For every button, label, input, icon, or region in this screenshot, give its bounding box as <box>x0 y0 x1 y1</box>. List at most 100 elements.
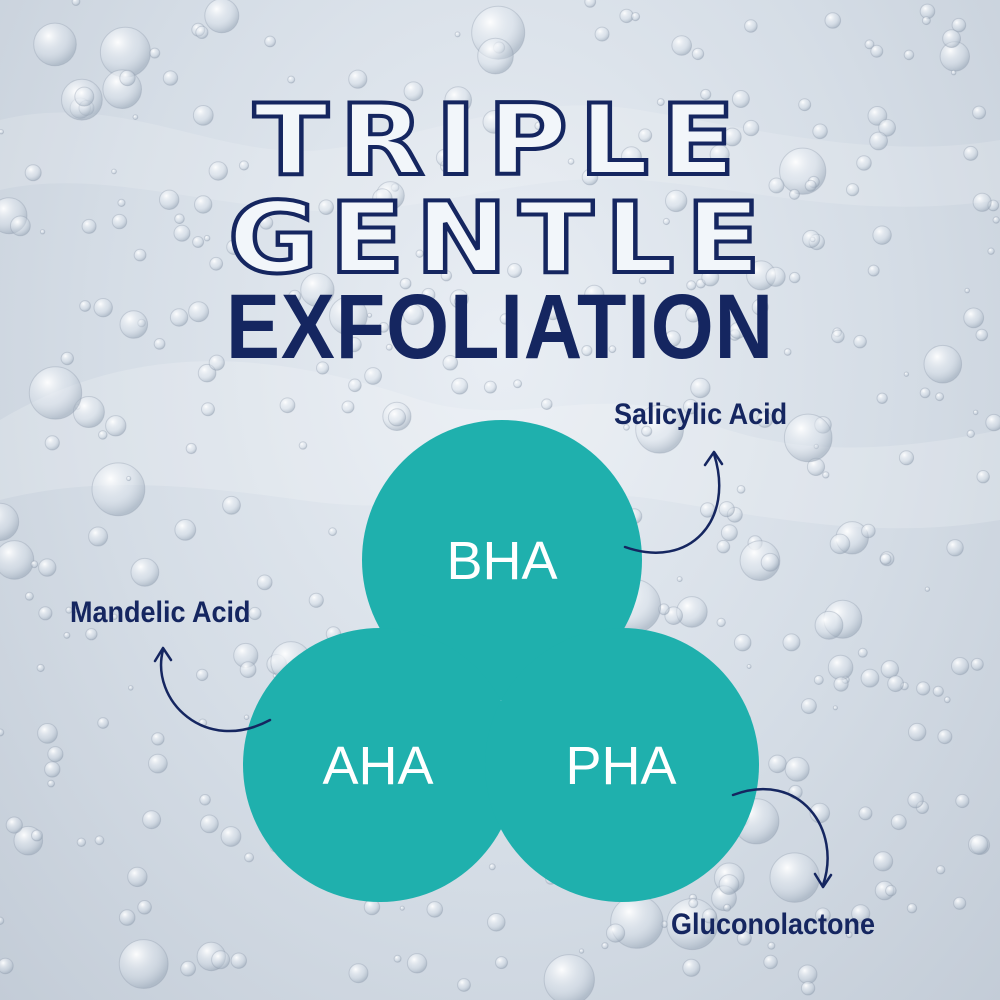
bubble <box>722 127 742 147</box>
bubble <box>953 896 967 910</box>
bubble <box>188 301 210 323</box>
bubble <box>0 502 20 541</box>
bubble <box>36 663 45 673</box>
bubble <box>173 224 191 242</box>
bubble <box>111 213 128 230</box>
bubble <box>393 954 402 963</box>
bubble <box>908 722 927 742</box>
bubble <box>367 312 373 318</box>
bubble <box>204 0 240 34</box>
bubble <box>924 586 931 592</box>
bubble <box>39 229 46 235</box>
bubble <box>804 179 817 192</box>
bubble <box>872 225 892 245</box>
bubble <box>31 829 43 842</box>
bubble <box>608 345 617 354</box>
bubble <box>243 215 259 231</box>
headline-line-triple: TRIPLE <box>251 84 747 198</box>
bubble <box>287 75 296 84</box>
pha-label: PHA <box>565 736 677 796</box>
bubble <box>38 558 57 577</box>
bubble <box>760 552 780 572</box>
bubble <box>716 539 731 554</box>
bubble <box>987 247 995 255</box>
bubble <box>387 408 407 427</box>
bubble <box>118 939 169 989</box>
bubble <box>876 392 888 404</box>
bubble <box>985 413 1000 432</box>
bubble <box>873 851 894 872</box>
bubble <box>127 866 148 888</box>
bubble <box>824 12 842 29</box>
bubble <box>288 289 302 303</box>
bubble <box>620 146 642 168</box>
bubble <box>399 277 412 290</box>
bubble <box>950 69 957 76</box>
aha-label: AHA <box>322 736 434 796</box>
bubble <box>765 266 786 287</box>
bubble <box>951 657 970 676</box>
bubble <box>709 144 730 165</box>
bubble <box>111 168 117 175</box>
bubble <box>878 118 896 137</box>
bubble <box>329 296 368 336</box>
bubble <box>800 698 817 715</box>
bubble <box>442 355 459 371</box>
bubble <box>783 413 833 463</box>
bubble <box>421 287 436 302</box>
bubble <box>935 392 945 402</box>
bubble <box>47 746 64 763</box>
bubble <box>972 409 979 416</box>
bubble <box>341 400 355 414</box>
bubble <box>942 29 961 48</box>
bubble <box>10 215 31 237</box>
bubble <box>623 424 630 431</box>
bubble <box>211 950 231 970</box>
bubble <box>94 835 105 846</box>
aha-circle <box>243 628 517 902</box>
bubble <box>151 732 165 746</box>
bubble <box>76 837 87 847</box>
bubble <box>337 203 345 210</box>
bubble <box>638 276 647 285</box>
bubble <box>81 218 97 234</box>
bubble <box>316 361 330 375</box>
salicylic-acid-label: Salicylic Acid <box>614 398 788 431</box>
bubble <box>733 633 752 652</box>
bubble <box>682 398 699 415</box>
bubble <box>964 287 971 294</box>
bubble <box>194 195 213 214</box>
bubble <box>5 816 23 834</box>
bubble <box>867 264 880 277</box>
bubble <box>495 956 508 970</box>
bubble <box>690 377 711 399</box>
bubble <box>756 411 774 428</box>
bubble <box>851 904 871 924</box>
bubble <box>716 617 726 628</box>
bubble <box>28 366 83 420</box>
bubble <box>348 69 368 89</box>
bubble <box>192 105 214 126</box>
bubble <box>0 540 35 580</box>
bubble <box>137 900 152 915</box>
bubble <box>196 668 209 682</box>
bubble <box>606 923 626 943</box>
bubble <box>118 909 136 926</box>
bubble <box>898 450 915 466</box>
bubble <box>454 31 461 38</box>
bubble <box>630 12 641 22</box>
bubble <box>142 810 162 830</box>
bubble <box>992 216 1000 224</box>
bubble <box>130 557 160 587</box>
bubble <box>768 177 785 194</box>
bubble <box>857 647 868 658</box>
bubble <box>691 47 705 61</box>
bubble <box>702 908 718 924</box>
bubble <box>701 268 720 287</box>
bubble <box>972 105 987 120</box>
bubble <box>239 661 257 679</box>
bubble <box>148 753 168 774</box>
bubble <box>907 792 924 809</box>
bubble <box>879 553 892 565</box>
bubble <box>676 576 683 583</box>
